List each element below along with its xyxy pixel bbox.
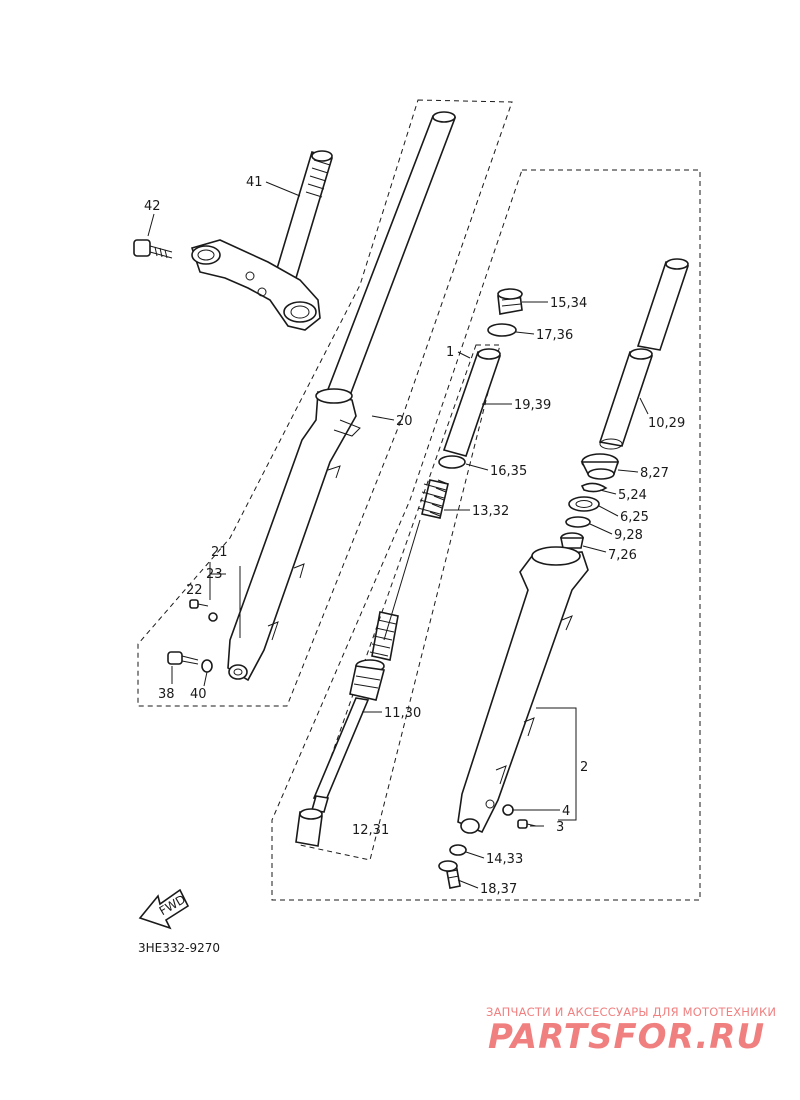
washer-part-23 — [208, 612, 218, 622]
oil-seal-part-6 — [568, 496, 600, 512]
watermark-brand: PARTSFOR.RU — [488, 1017, 765, 1057]
oil-lock-piece-part-12 — [295, 808, 323, 847]
watermark: ЗАПЧАСТИ И АКСЕССУАРЫ ДЛЯ МОТОТЕХНИКИ PA… — [486, 1005, 776, 1057]
label-9-28: 9,28 — [614, 528, 643, 543]
label-19-39: 19,39 — [514, 398, 551, 413]
label-17-36: 17,36 — [536, 328, 573, 343]
left-fork-group-outline — [137, 99, 513, 707]
label-12-31: 12,31 — [352, 823, 389, 838]
label-41: 41 — [246, 175, 263, 190]
label-2: 2 — [580, 760, 588, 775]
inner-parts-group-outline — [271, 169, 701, 901]
label-8-27: 8,27 — [640, 466, 669, 481]
steering-stem-part-41 — [275, 150, 333, 279]
outer-tube-part-2 — [457, 546, 589, 834]
label-14-33: 14,33 — [486, 852, 523, 867]
retaining-clip-part-5 — [580, 482, 608, 493]
fork-inner-tube-part-20 — [325, 111, 457, 399]
label-1: 1 — [446, 345, 454, 360]
fork-outer-tube-part-20 — [227, 388, 361, 682]
label-21: 21 — [211, 545, 228, 560]
label-20: 20 — [396, 414, 413, 429]
bolt-part-38 — [167, 651, 199, 665]
bolt-part-18 — [438, 860, 461, 889]
label-7-26: 7,26 — [608, 548, 637, 563]
washer-part-4 — [502, 804, 514, 816]
spring-leader-line — [383, 519, 421, 641]
screw-part-22 — [189, 599, 209, 609]
bushing-part-7 — [560, 532, 584, 549]
dust-seal-part-8 — [580, 453, 620, 480]
part-labels: 41 42 15,34 17,36 1 19,39 20 10,29 8,27 … — [144, 175, 685, 897]
leader-lines — [147, 181, 649, 889]
drawing-code: 3HE332-9270 — [138, 941, 220, 955]
label-4: 4 — [562, 804, 570, 819]
spacer-part-19 — [442, 348, 502, 457]
damper-rod-part-11 — [310, 659, 386, 813]
forward-direction-arrow-icon: FWD — [138, 888, 190, 930]
label-40: 40 — [190, 687, 207, 702]
label-11-30: 11,30 — [384, 706, 421, 721]
label-3: 3 — [556, 820, 564, 835]
o-ring-part-17 — [487, 323, 517, 337]
fork-tube-part-10 — [598, 348, 654, 450]
label-6-25: 6,25 — [620, 510, 649, 525]
label-22: 22 — [186, 583, 203, 598]
lower-bracket-part-41 — [190, 239, 321, 331]
label-15-34: 15,34 — [550, 296, 587, 311]
washer-part-16 — [438, 455, 466, 469]
fork-spring-part-13 — [417, 479, 449, 519]
label-18-37: 18,37 — [480, 882, 517, 897]
cap-bolt-part-15 — [497, 288, 523, 315]
label-23: 23 — [206, 567, 223, 582]
fork-tube-part-10-upper — [636, 258, 690, 351]
label-5-24: 5,24 — [618, 488, 647, 503]
label-42: 42 — [144, 199, 161, 214]
label-13-32: 13,32 — [472, 504, 509, 519]
gasket-part-14 — [449, 844, 467, 856]
label-16-35: 16,35 — [490, 464, 527, 479]
washer-part-40 — [201, 659, 213, 673]
bolt-part-3 — [517, 819, 537, 829]
rebound-spring-part-13 — [369, 611, 399, 661]
watermark-subtitle: ЗАПЧАСТИ И АКСЕССУАРЫ ДЛЯ МОТОТЕХНИКИ — [486, 1005, 776, 1019]
bolt-part-42 — [133, 239, 173, 259]
label-10-29: 10,29 — [648, 416, 685, 431]
washer-part-9 — [565, 516, 591, 528]
label-38: 38 — [158, 687, 175, 702]
